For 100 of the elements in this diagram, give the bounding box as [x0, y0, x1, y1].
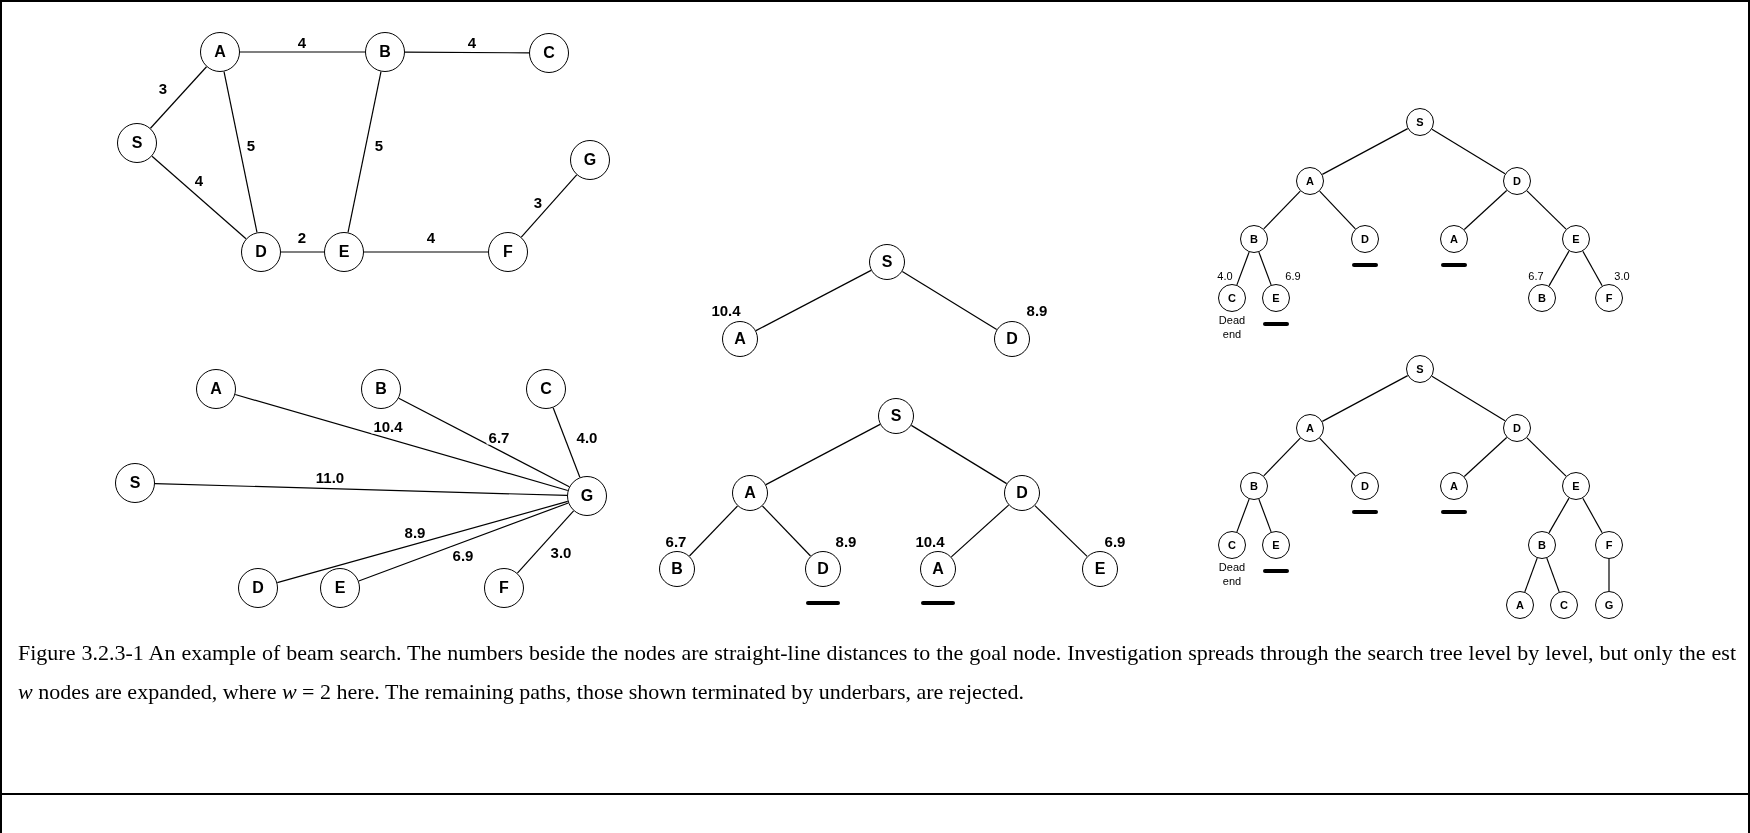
node-label: A — [932, 561, 944, 577]
node-label: A — [744, 485, 756, 501]
edge-line — [1034, 504, 1088, 558]
edge-line — [765, 423, 881, 486]
node-label: C — [1228, 292, 1236, 304]
edge-line — [516, 510, 575, 574]
edge-line — [154, 482, 568, 497]
node-label: F — [1605, 539, 1613, 551]
node-label: E — [1572, 233, 1580, 245]
edge-line — [1236, 251, 1250, 286]
node-label: A — [734, 331, 746, 347]
edge-line — [1546, 557, 1560, 593]
edge-line — [1319, 190, 1356, 230]
node-label: A — [1450, 480, 1458, 492]
edge-line — [1608, 558, 1610, 592]
edge-line — [552, 407, 581, 478]
node-label: D — [1016, 485, 1028, 501]
node-label: E — [1572, 480, 1580, 492]
edge-line — [950, 504, 1010, 558]
node-label: D — [255, 244, 267, 260]
edge-line — [901, 270, 998, 331]
edge-line — [358, 502, 569, 582]
edge-line — [1431, 128, 1506, 175]
edge-line — [239, 51, 366, 53]
distance-label: 3.0 — [1613, 268, 1631, 284]
distance-label: 6.7 — [665, 532, 687, 552]
edge-line — [347, 71, 382, 233]
node-label: G — [580, 488, 594, 504]
node-label: D — [1361, 233, 1369, 245]
node-label: S — [131, 135, 143, 151]
edge-line — [1263, 437, 1301, 477]
distance-label: 10.4 — [915, 532, 945, 552]
edge-line — [1236, 498, 1250, 533]
node-label: B — [1250, 233, 1258, 245]
node-label: B — [1538, 539, 1546, 551]
edge-line — [1548, 250, 1570, 287]
distance-label: 6.9 — [1104, 532, 1126, 552]
node-label: A — [210, 381, 222, 397]
node-label: E — [338, 244, 350, 260]
edge-line — [1526, 190, 1567, 230]
node-label: C — [540, 381, 552, 397]
edge-line — [1258, 498, 1272, 533]
node-label: A — [214, 44, 226, 60]
edge-line — [1526, 437, 1567, 477]
node-label: S — [890, 408, 902, 424]
edge-line — [755, 269, 872, 332]
distance-label: 8.9 — [835, 532, 857, 552]
node-label: S — [129, 475, 141, 491]
edge-line — [1524, 557, 1538, 593]
distance-label: Dead end — [1217, 559, 1247, 589]
node-label: D — [1513, 175, 1521, 187]
edge-line — [1548, 497, 1570, 534]
node-label: F — [499, 580, 509, 596]
node-label: S — [1416, 116, 1424, 128]
edge-line — [398, 397, 570, 488]
distance-label: Dead end — [1217, 312, 1247, 342]
node-label: G — [1604, 599, 1614, 611]
edge-line — [1463, 189, 1508, 231]
edge-line — [280, 251, 325, 253]
edge-line — [363, 251, 489, 253]
node-label: F — [1605, 292, 1613, 304]
node-label: C — [543, 45, 555, 61]
edge-line — [404, 51, 530, 54]
edge-line — [1319, 437, 1356, 477]
node-label: D — [1513, 422, 1521, 434]
edge-line — [688, 505, 739, 557]
node-label: D — [1361, 480, 1369, 492]
distance-label: 4.0 — [1216, 268, 1234, 284]
edge-line — [234, 393, 569, 492]
node-label: F — [503, 244, 513, 260]
edge-line — [223, 71, 258, 233]
node-label: E — [1272, 292, 1280, 304]
node-label: E — [1272, 539, 1280, 551]
node-label: A — [1306, 175, 1314, 187]
node-label: G — [583, 152, 597, 168]
edge-line — [151, 155, 247, 240]
edge-line — [520, 174, 578, 238]
edge-line — [1258, 251, 1272, 286]
node-label: A — [1450, 233, 1458, 245]
node-label: S — [1416, 363, 1424, 375]
node-label: B — [375, 381, 387, 397]
figure-caption: Figure 3.2.3-1 An example of beam search. The numbers beside the nodes are straight-line distances to the goal node. Investigation spreads through the search tree level by level, but only the est w nodes are expanded, where w = 2 here. The remaining paths, those shown terminated by underbars, are rejected. — [18, 639, 1736, 706]
edge-line — [149, 66, 208, 129]
distance-label: 6.7 — [1527, 268, 1545, 284]
node-label: A — [1516, 599, 1524, 611]
node-label: S — [881, 254, 893, 270]
edge-line — [1431, 375, 1506, 422]
edge-line — [910, 424, 1008, 485]
node-label: D — [817, 561, 829, 577]
edge-line — [761, 505, 812, 557]
distance-label: 8.9 — [1026, 301, 1048, 321]
node-label: D — [252, 580, 264, 596]
edge-line — [276, 500, 569, 584]
distance-label: 10.4 — [711, 301, 741, 321]
node-label: E — [1094, 561, 1106, 577]
node-label: B — [671, 561, 683, 577]
node-label: C — [1560, 599, 1568, 611]
edge-line — [1263, 190, 1301, 230]
node-label: E — [334, 580, 346, 596]
node-label: C — [1228, 539, 1236, 551]
